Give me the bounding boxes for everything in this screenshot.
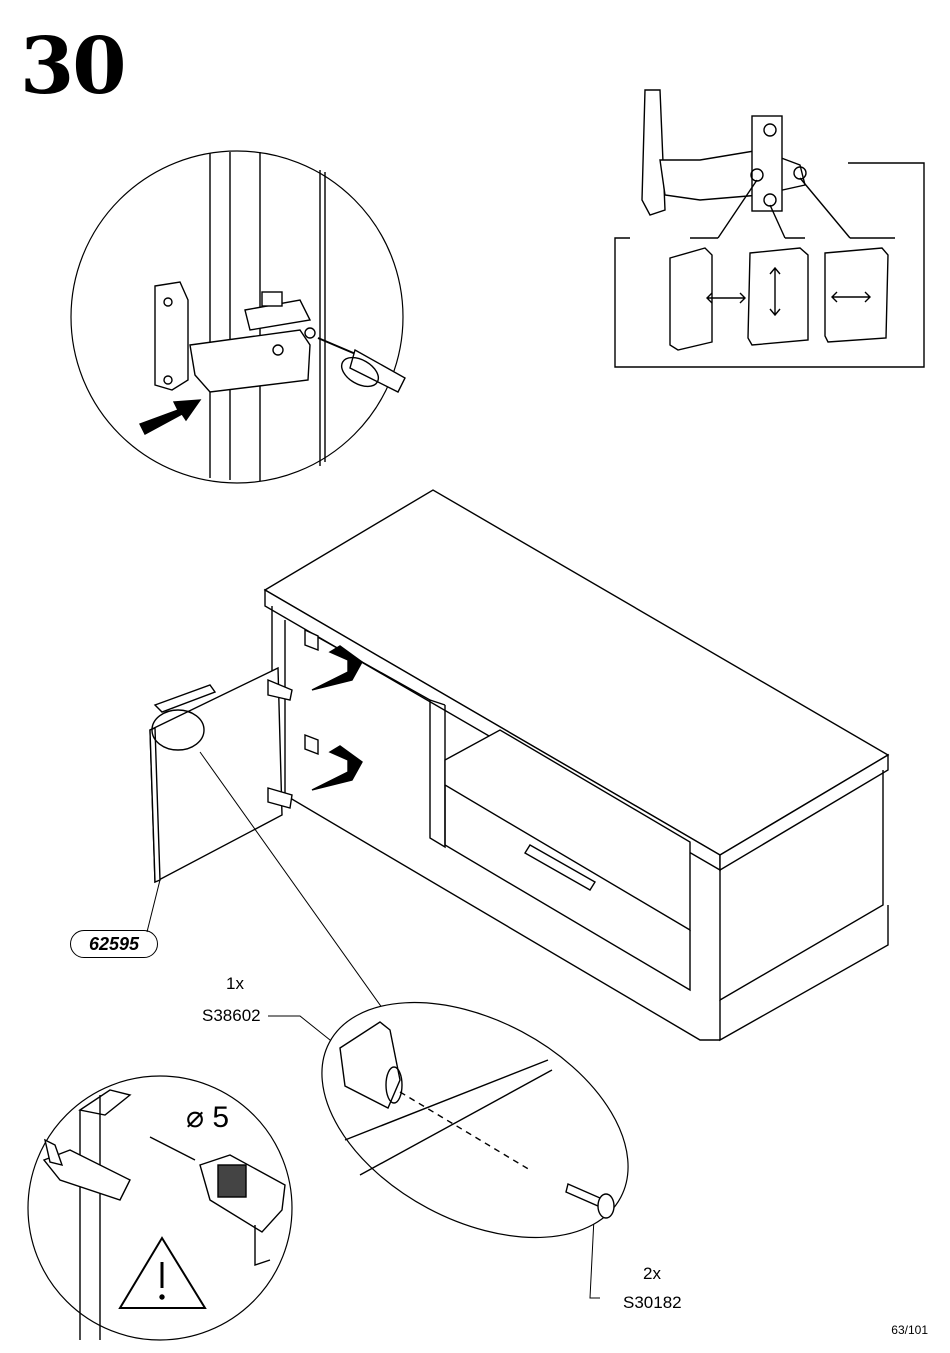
hardware-code-2: S30182 — [623, 1293, 682, 1313]
drill-detail-circle — [28, 1076, 292, 1340]
page-number: 63/101 — [891, 1323, 928, 1337]
hinge-detail-circle — [71, 151, 405, 483]
diameter-value: 5 — [212, 1101, 229, 1134]
drill-diameter-label: ⌀ 5 — [186, 1100, 229, 1135]
diameter-symbol: ⌀ — [186, 1101, 204, 1134]
hardware-code-1: S38602 — [202, 1006, 261, 1026]
stopper-detail-ellipse — [282, 954, 667, 1286]
part-number-badge: 62595 — [70, 930, 158, 958]
hardware-qty-1: 1x — [226, 974, 244, 994]
hinge-adjustment-diagram — [615, 90, 924, 367]
door-panel — [150, 668, 292, 882]
hardware-qty-2: 2x — [643, 1264, 661, 1284]
